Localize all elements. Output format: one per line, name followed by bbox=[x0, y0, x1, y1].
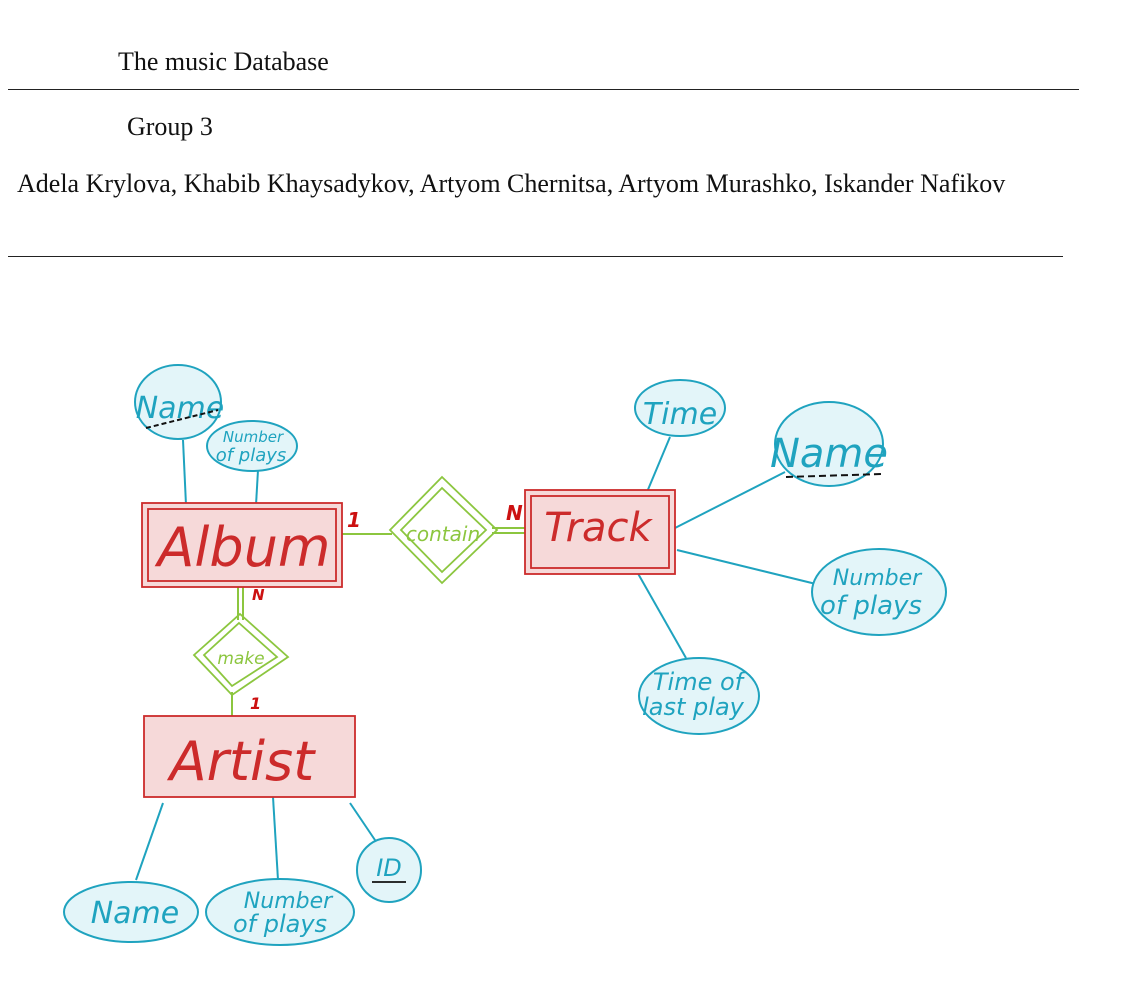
attribute-track-plays-line1: Number bbox=[833, 566, 923, 591]
header-divider-top bbox=[8, 89, 1079, 90]
attribute-artist-number-of-plays: Number of plays bbox=[205, 878, 355, 946]
attribute-artist-id: ID bbox=[356, 837, 422, 903]
relationship-contain: contain bbox=[388, 475, 499, 585]
connector-track-plays bbox=[676, 549, 821, 586]
connector-artist-plays bbox=[272, 796, 279, 881]
connector-album-name bbox=[182, 439, 187, 506]
document-title: The music Database bbox=[118, 47, 329, 76]
connector-artist-name bbox=[135, 802, 164, 881]
attribute-connectors bbox=[135, 436, 821, 881]
attribute-track-time-label: Time bbox=[643, 397, 717, 432]
attribute-album-name: Name bbox=[134, 364, 225, 440]
entity-artist: Artist bbox=[143, 715, 356, 798]
attribute-artist-plays-line2: of plays bbox=[233, 910, 327, 938]
cardinality-album-contain: 1 bbox=[347, 508, 361, 532]
entity-track: Track bbox=[524, 489, 676, 575]
cardinalities: 1 N N 1 bbox=[250, 501, 523, 713]
attribute-track-time: Time bbox=[634, 379, 726, 437]
entity-track-label: Track bbox=[544, 505, 653, 551]
relationship-make: make bbox=[192, 612, 290, 697]
attribute-album-number-of-plays: Number of plays bbox=[206, 420, 298, 472]
entity-album-label: Album bbox=[154, 516, 330, 579]
attribute-artist-name: Name bbox=[63, 881, 199, 943]
attribute-track-name-label: Name bbox=[770, 431, 888, 477]
authors-line: Adela Krylova, Khabib Khaysadykov, Artyo… bbox=[17, 169, 1006, 198]
entity-artist-label: Artist bbox=[167, 730, 316, 793]
connector-track-name bbox=[674, 471, 786, 529]
attribute-artist-name-label: Name bbox=[91, 896, 180, 931]
connector-album-plays bbox=[255, 469, 259, 506]
connector-artist-id bbox=[349, 802, 378, 844]
relationship-contain-label: contain bbox=[406, 522, 480, 546]
attribute-album-name-label: Name bbox=[136, 391, 225, 426]
header-divider-bottom bbox=[8, 256, 1063, 257]
connector-track-time bbox=[646, 436, 671, 493]
attribute-track-time-of-last-play: Time of last play bbox=[638, 657, 760, 735]
cardinality-track-contain: N bbox=[506, 501, 523, 525]
relationship-make-label: make bbox=[217, 649, 264, 669]
attribute-album-plays-line2: of plays bbox=[216, 445, 287, 466]
attribute-track-plays-line2: of plays bbox=[820, 591, 922, 621]
attribute-track-number-of-plays: Number of plays bbox=[811, 548, 947, 636]
connector-track-lastplay bbox=[635, 569, 687, 659]
attribute-track-lastplay-line1: Time of bbox=[653, 668, 747, 696]
attribute-artist-id-label: ID bbox=[376, 854, 402, 882]
attribute-track-name: Name bbox=[770, 401, 888, 487]
key-underline-track-name bbox=[785, 473, 883, 478]
attribute-track-lastplay-line2: last play bbox=[642, 693, 745, 721]
entity-album: Album bbox=[141, 502, 343, 588]
attribute-album-plays-line1: Number bbox=[223, 428, 284, 446]
cardinality-album-make: N bbox=[252, 586, 265, 604]
cardinality-artist-make: 1 bbox=[250, 694, 261, 713]
attribute-artist-plays-line1: Number bbox=[244, 889, 334, 914]
group-label: Group 3 bbox=[127, 112, 213, 141]
key-underline-album-name bbox=[145, 409, 219, 429]
